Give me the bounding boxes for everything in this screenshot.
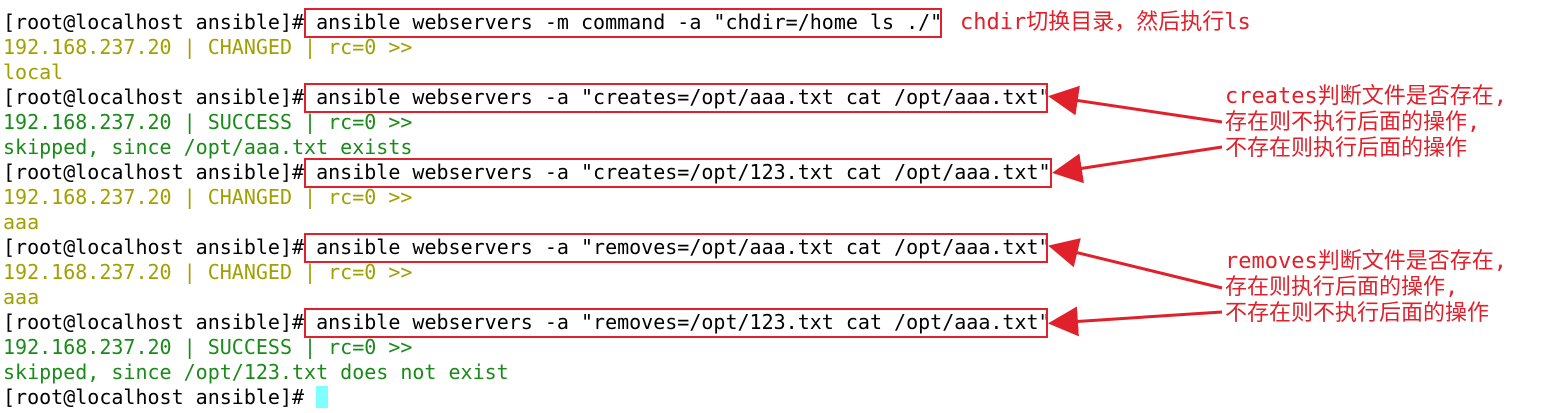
terminal-line: aaa (3, 210, 40, 234)
terminal-line: [root@localhost ansible]# ansible webser… (3, 310, 1051, 335)
creates-note-line-2: 存在则不执行后面的操作, (1225, 110, 1481, 135)
command-text: ansible webservers -a "removes=/opt/123.… (316, 310, 1051, 334)
chdir-note: chdir切换目录，然后执行ls (960, 10, 1251, 35)
terminal-line: 192.168.237.20 | SUCCESS | rc=0 >> (3, 110, 413, 134)
terminal-line: 192.168.237.20 | CHANGED | rc=0 >> (3, 260, 413, 284)
arrow-removes-1 (1048, 238, 1223, 290)
terminal-line: aaa (3, 285, 40, 309)
arrow-creates-1 (1048, 85, 1223, 124)
removes-note-line-2: 存在则执行后面的操作, (1225, 275, 1459, 300)
shell-prompt: [root@localhost ansible]# (3, 160, 317, 184)
shell-prompt: [root@localhost ansible]# (3, 385, 317, 409)
terminal-line: [root@localhost ansible]# (3, 385, 329, 410)
terminal-line: [root@localhost ansible]# ansible webser… (3, 160, 1051, 185)
command-text: ansible webservers -a "creates=/opt/aaa.… (316, 85, 1051, 109)
shell-prompt: [root@localhost ansible]# (3, 310, 317, 334)
terminal-line: local (3, 60, 64, 84)
creates-note-line-1: creates判断文件是否存在, (1225, 84, 1507, 109)
arrow-creates-2 (1052, 145, 1223, 184)
shell-prompt: [root@localhost ansible]# (3, 85, 317, 109)
arrow-removes-2 (1048, 306, 1223, 337)
text-cursor (316, 386, 329, 408)
command-text: ansible webservers -a "removes=/opt/aaa.… (316, 235, 1051, 259)
shell-prompt: [root@localhost ansible]# (3, 235, 317, 259)
removes-note-line-1: removes判断文件是否存在, (1225, 249, 1507, 274)
creates-note-line-3: 不存在则执行后面的操作 (1225, 136, 1468, 161)
terminal-line: 192.168.237.20 | CHANGED | rc=0 >> (3, 185, 413, 209)
terminal-line: [root@localhost ansible]# ansible webser… (3, 235, 1051, 260)
removes-note-line-3: 不存在则不执行后面的操作 (1225, 301, 1490, 326)
terminal-line: [root@localhost ansible]# ansible webser… (3, 10, 942, 35)
command-text: ansible webservers -m command -a "chdir=… (316, 10, 943, 34)
terminal-line: [root@localhost ansible]# ansible webser… (3, 85, 1051, 110)
terminal-line: 192.168.237.20 | CHANGED | rc=0 >> (3, 35, 413, 59)
shell-prompt: [root@localhost ansible]# (3, 10, 317, 34)
terminal-line: skipped, since /opt/123.txt does not exi… (3, 360, 509, 384)
terminal-line: skipped, since /opt/aaa.txt exists (3, 135, 413, 159)
command-text: ansible webservers -a "creates=/opt/123.… (316, 160, 1051, 184)
terminal-line: 192.168.237.20 | SUCCESS | rc=0 >> (3, 335, 413, 359)
